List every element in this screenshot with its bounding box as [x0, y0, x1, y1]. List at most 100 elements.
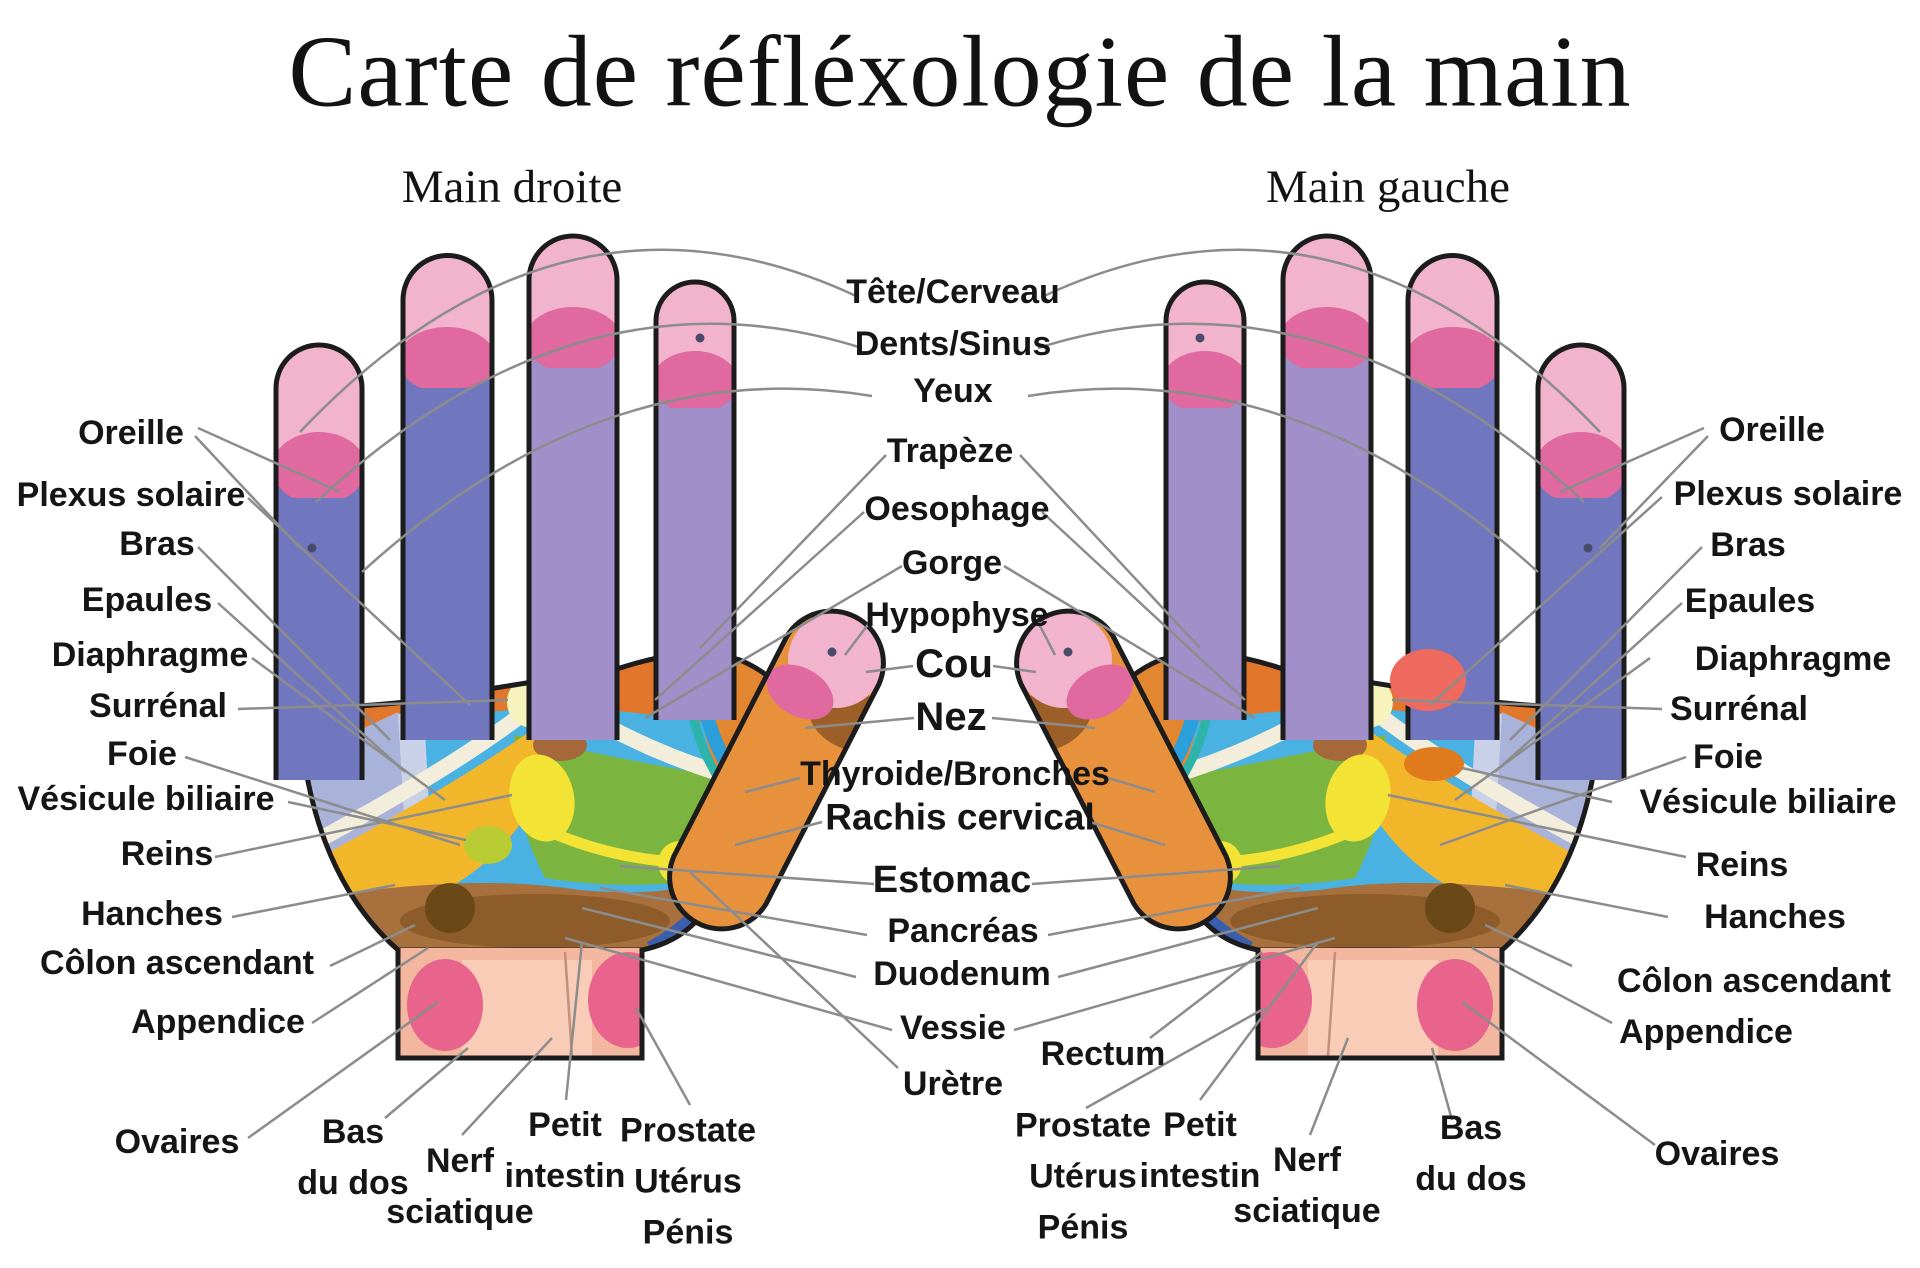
- petit-line: Petit: [528, 1106, 602, 1144]
- label-appendice-right: Appendice: [1619, 1013, 1793, 1052]
- pinky-outline: [273, 342, 365, 780]
- arc-sinus-left: [1037, 322, 1585, 503]
- label-epaules-left: Epaules: [81, 581, 213, 620]
- label-hanches-right: Hanches: [1704, 898, 1846, 937]
- finger-2: [403, 256, 492, 740]
- label-petit-intestin-left: Petit intestin: [505, 1100, 626, 1202]
- label-petit-intestin-right: Petit intestin: [1140, 1100, 1261, 1202]
- prostate-line: Prostate: [1014, 1106, 1152, 1145]
- palm-colon-spot: [425, 883, 475, 933]
- arc-sinus-right: [315, 322, 863, 503]
- label-hypophyse: Hypophyse: [865, 596, 1049, 635]
- thumb-dot: [827, 647, 837, 657]
- finger-2-outline: [400, 253, 495, 740]
- label-bas-du-dos-left: Bas du dos: [297, 1107, 408, 1209]
- label-vessie: Vessie: [900, 1009, 1006, 1048]
- finger-4: [656, 282, 734, 720]
- label-thyroide-bronches: Thyroide/Bronches: [800, 755, 1110, 794]
- heart-oval-left-hand: [1390, 649, 1466, 711]
- spleen-oval-left-hand: [1404, 747, 1464, 781]
- label-plexus-solaire-left: Plexus solaire: [16, 476, 246, 515]
- arc-head-right: [299, 248, 857, 433]
- pinky-dot: [307, 543, 317, 553]
- label-rectum: Rectum: [1040, 1035, 1166, 1074]
- label-diaphragme-left: Diaphragme: [51, 636, 249, 675]
- page-title: Carte de réfléxologie de la main: [288, 15, 1632, 129]
- label-foie-right: Foie: [1693, 738, 1763, 777]
- label-vesicule-biliaire-right: Vésicule biliaire: [1639, 783, 1897, 822]
- label-colon-ascendant-left: Côlon ascendant: [40, 944, 314, 983]
- wrist-crease: [563, 951, 574, 1057]
- finger-3-band: [529, 307, 617, 373]
- label-yeux: Yeux: [913, 372, 993, 411]
- label-ovaires-right: Ovaires: [1654, 1135, 1780, 1174]
- finger-3-lower: [529, 368, 617, 740]
- intestin-line: intestin: [504, 1157, 626, 1195]
- sciatique-line: sciatique: [1233, 1192, 1381, 1230]
- wrist-ovary-left: [407, 959, 483, 1051]
- label-reins-right: Reins: [1695, 846, 1789, 885]
- nerf-line: Nerf: [1272, 1141, 1342, 1179]
- finger-4-lower: [656, 408, 734, 720]
- du-dos-line: du dos: [1415, 1160, 1527, 1198]
- left-hand-title: Main gauche: [1265, 161, 1511, 213]
- label-diaphragme-right: Diaphragme: [1694, 640, 1892, 679]
- label-bras-right: Bras: [1710, 526, 1786, 565]
- label-nerf-sciatique-right: Nerf sciatique: [1233, 1135, 1380, 1237]
- penis-line: Pénis: [1037, 1208, 1129, 1247]
- palm-kidney: [509, 754, 575, 842]
- palm-liver-zone: [300, 730, 546, 912]
- arc-eyes-right: [361, 387, 873, 573]
- label-gorge: Gorge: [901, 544, 1003, 583]
- label-cou: Cou: [915, 642, 993, 686]
- label-vesicule-biliaire-left: Vésicule biliaire: [17, 780, 275, 819]
- label-nerf-sciatique-left: Nerf sciatique: [386, 1136, 533, 1238]
- finger-2-band: [403, 327, 492, 393]
- label-estomac: Estomac: [872, 859, 1032, 902]
- sciatique-line: sciatique: [386, 1193, 534, 1231]
- penis-line: Pénis: [642, 1213, 734, 1252]
- label-nez: Nez: [915, 695, 987, 739]
- finger-4-band: [656, 351, 734, 413]
- label-foie-left: Foie: [107, 735, 177, 774]
- gallbladder-dot-right-hand: [464, 826, 512, 864]
- label-oreille-left: Oreille: [78, 414, 184, 453]
- arc-eyes-left: [1027, 387, 1539, 573]
- label-prostate-uterus-penis-right: Prostate Utérus Pénis: [1015, 1101, 1151, 1254]
- label-hanches-left: Hanches: [81, 895, 223, 934]
- uterus-line: Utérus: [634, 1162, 742, 1201]
- bas-line: Bas: [321, 1113, 385, 1151]
- label-trapeze: Trapèze: [886, 432, 1014, 471]
- right-hand: [273, 233, 886, 1061]
- label-pancreas: Pancréas: [887, 912, 1039, 951]
- pinky-tip-band: [276, 432, 362, 504]
- label-ovaires-left: Ovaires: [114, 1123, 240, 1162]
- prostate-line: Prostate: [619, 1111, 757, 1150]
- thumb-tip-band: [766, 664, 834, 720]
- label-dents-sinus: Dents/Sinus: [854, 325, 1052, 364]
- label-rachis-cervical: Rachis cervical: [825, 796, 1095, 838]
- pinky-lower: [276, 498, 362, 780]
- finger-3-outline: [526, 233, 620, 740]
- label-epaules-right: Epaules: [1684, 582, 1816, 621]
- finger-4-outline: [653, 279, 737, 720]
- label-bras-left: Bras: [119, 525, 195, 564]
- label-reins-left: Reins: [120, 835, 214, 874]
- left-hand: [1001, 236, 1628, 1058]
- label-uretre: Urètre: [902, 1065, 1004, 1104]
- intestin-line: intestin: [1139, 1157, 1261, 1195]
- finger-3: [529, 236, 617, 740]
- leader-lines: [184, 248, 1709, 1147]
- wrist-outline: [395, 948, 645, 1061]
- wrist-ovary-right: [588, 952, 642, 1048]
- label-oesophage: Oesophage: [864, 490, 1050, 529]
- nerf-line: Nerf: [425, 1142, 495, 1180]
- arc-head-left: [1043, 248, 1601, 433]
- finger-2-lower: [403, 388, 492, 740]
- label-prostate-uterus-penis-left: Prostate Utérus Pénis: [620, 1106, 756, 1259]
- uterus-line: Utérus: [1029, 1157, 1137, 1196]
- label-colon-ascendant-right: Côlon ascendant: [1617, 962, 1891, 1001]
- label-plexus-solaire-right: Plexus solaire: [1673, 475, 1903, 514]
